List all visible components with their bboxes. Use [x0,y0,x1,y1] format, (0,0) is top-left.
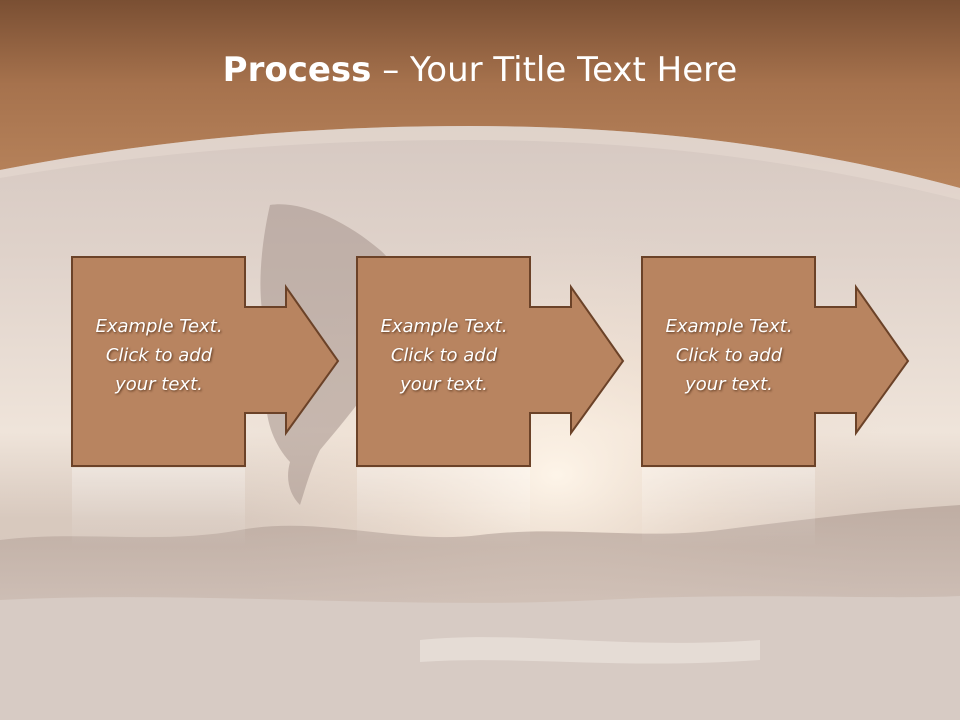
title-rest-text: Your Title Text Here [410,50,738,90]
title-bold-text: Process [222,50,372,90]
process-step-2[interactable]: Example Text. Click to add your text. [356,256,646,548]
arrow-box-shape [356,256,625,467]
step-text-line: your text. [685,374,773,395]
step-text-line: Example Text. [665,316,793,337]
step-text-line: Click to add [675,345,783,366]
step-text-line: Example Text. [380,316,508,337]
arrow-box-shape [71,256,340,467]
step-text[interactable]: Example Text. Click to add your text. [73,312,245,399]
step-text-line: Example Text. [95,316,223,337]
shape-reflection [642,468,815,548]
arrow-box-shape [641,256,910,467]
step-text-line: Click to add [105,345,213,366]
step-text[interactable]: Example Text. Click to add your text. [643,312,815,399]
step-text-line: your text. [400,374,488,395]
shape-reflection [357,468,530,548]
process-step-1[interactable]: Example Text. Click to add your text. [71,256,361,548]
step-text[interactable]: Example Text. Click to add your text. [358,312,530,399]
process-step-3[interactable]: Example Text. Click to add your text. [641,256,931,548]
slide-title[interactable]: Process – Your Title Text Here [0,50,960,90]
step-text-line: your text. [115,374,203,395]
shape-reflection [72,468,245,548]
title-dash: – [371,50,411,90]
step-text-line: Click to add [390,345,498,366]
